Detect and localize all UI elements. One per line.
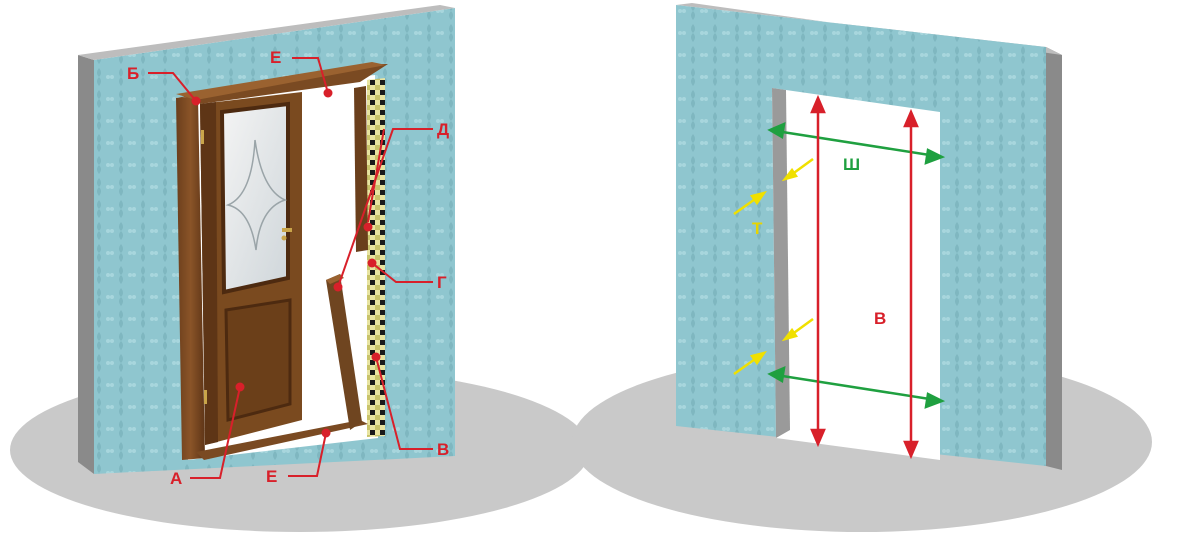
door-glass [222, 104, 288, 292]
door-keyhole [282, 236, 287, 241]
hinge-top [201, 130, 204, 144]
door-panel [226, 300, 290, 420]
label-a: А [170, 469, 182, 488]
label-height: В [874, 309, 886, 328]
label-width: Ш [843, 155, 860, 174]
label-v: В [437, 440, 449, 459]
label-thickness: Т [752, 219, 763, 238]
label-d: Д [437, 120, 449, 139]
label-e-top: Е [270, 48, 281, 67]
right-diagram: Ш Т В [572, 3, 1152, 532]
label-e-bottom: Е [266, 467, 277, 486]
label-b: Б [127, 64, 139, 83]
label-g: Г [437, 273, 447, 292]
left-diagram: Б Е Д Г В А Е [10, 5, 590, 532]
wall-side-left [78, 55, 94, 474]
door-handle [282, 228, 292, 232]
wall-side-right [1046, 47, 1062, 470]
hinge-bottom [204, 390, 207, 404]
